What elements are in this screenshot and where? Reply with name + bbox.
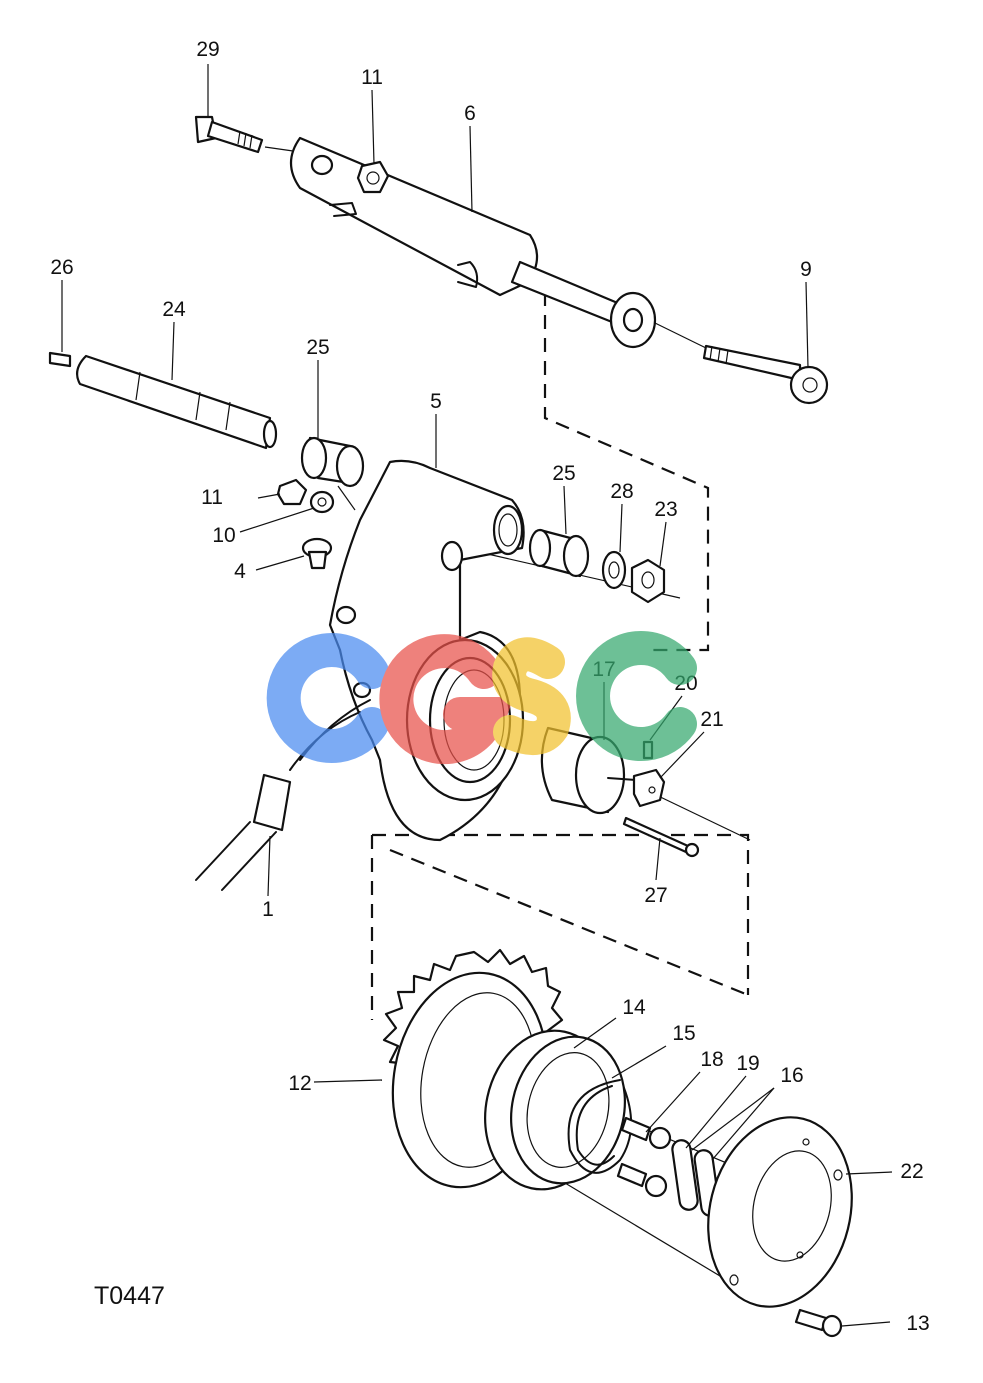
callout-25-right: 25 <box>552 462 575 485</box>
part-6-cylinder <box>289 136 657 349</box>
callout-13: 13 <box>906 1312 929 1335</box>
callout-11-mid: 11 <box>201 486 223 509</box>
part-22-cover <box>707 1116 853 1308</box>
figure-reference: T0447 <box>94 1282 165 1310</box>
assembly-dashed-lines <box>370 292 750 1020</box>
callout-26: 26 <box>50 256 73 279</box>
part-18-screws <box>616 1116 672 1198</box>
part-29-bolt <box>194 115 264 154</box>
part-14-bearing <box>484 1029 626 1191</box>
callout-5: 5 <box>430 390 442 413</box>
callout-22: 22 <box>900 1160 923 1183</box>
callout-27: 27 <box>644 884 667 907</box>
part-13-screw <box>794 1308 843 1338</box>
part-27-screw <box>622 816 700 858</box>
part-19-o-ring <box>671 1139 699 1211</box>
part-9-bolt <box>702 344 829 405</box>
callout-19: 19 <box>736 1052 759 1075</box>
callout-18: 18 <box>700 1048 723 1071</box>
watermark-logo <box>266 631 697 765</box>
callout-4: 4 <box>234 560 246 583</box>
callout-23: 23 <box>654 498 677 521</box>
callout-11-top: 11 <box>361 66 383 89</box>
part-25-bushing-left <box>300 436 365 488</box>
callout-9: 9 <box>800 258 812 281</box>
callout-15: 15 <box>672 1022 695 1045</box>
callout-21: 21 <box>700 708 723 731</box>
part-11-nut-upper <box>356 160 390 194</box>
leader-lines <box>61 64 893 1327</box>
callout-14: 14 <box>622 996 646 1019</box>
watermark-g <box>379 634 514 765</box>
part-21-clamp-block <box>632 768 666 808</box>
part-24-pivot-shaft <box>75 354 278 450</box>
part-23-nut <box>630 558 666 604</box>
part-25-bushing-right <box>528 528 590 578</box>
watermark-s <box>492 637 571 755</box>
watermark-c1 <box>266 633 389 763</box>
callout-24: 24 <box>162 298 186 321</box>
part-28-washer <box>601 550 627 590</box>
watermark-c2 <box>576 631 697 761</box>
callout-25-left: 25 <box>306 336 329 359</box>
callout-1: 1 <box>262 898 274 921</box>
callout-16: 16 <box>780 1064 803 1087</box>
part-10-washer <box>309 490 335 514</box>
callout-28: 28 <box>610 480 633 503</box>
callout-10: 10 <box>212 524 235 547</box>
callout-12: 12 <box>288 1072 311 1095</box>
part-11-nut-lower <box>276 478 308 506</box>
callout-29: 29 <box>196 38 219 61</box>
part-4-plug <box>301 537 333 570</box>
part-26-grease-nipple <box>48 351 72 368</box>
callout-6: 6 <box>464 102 476 125</box>
